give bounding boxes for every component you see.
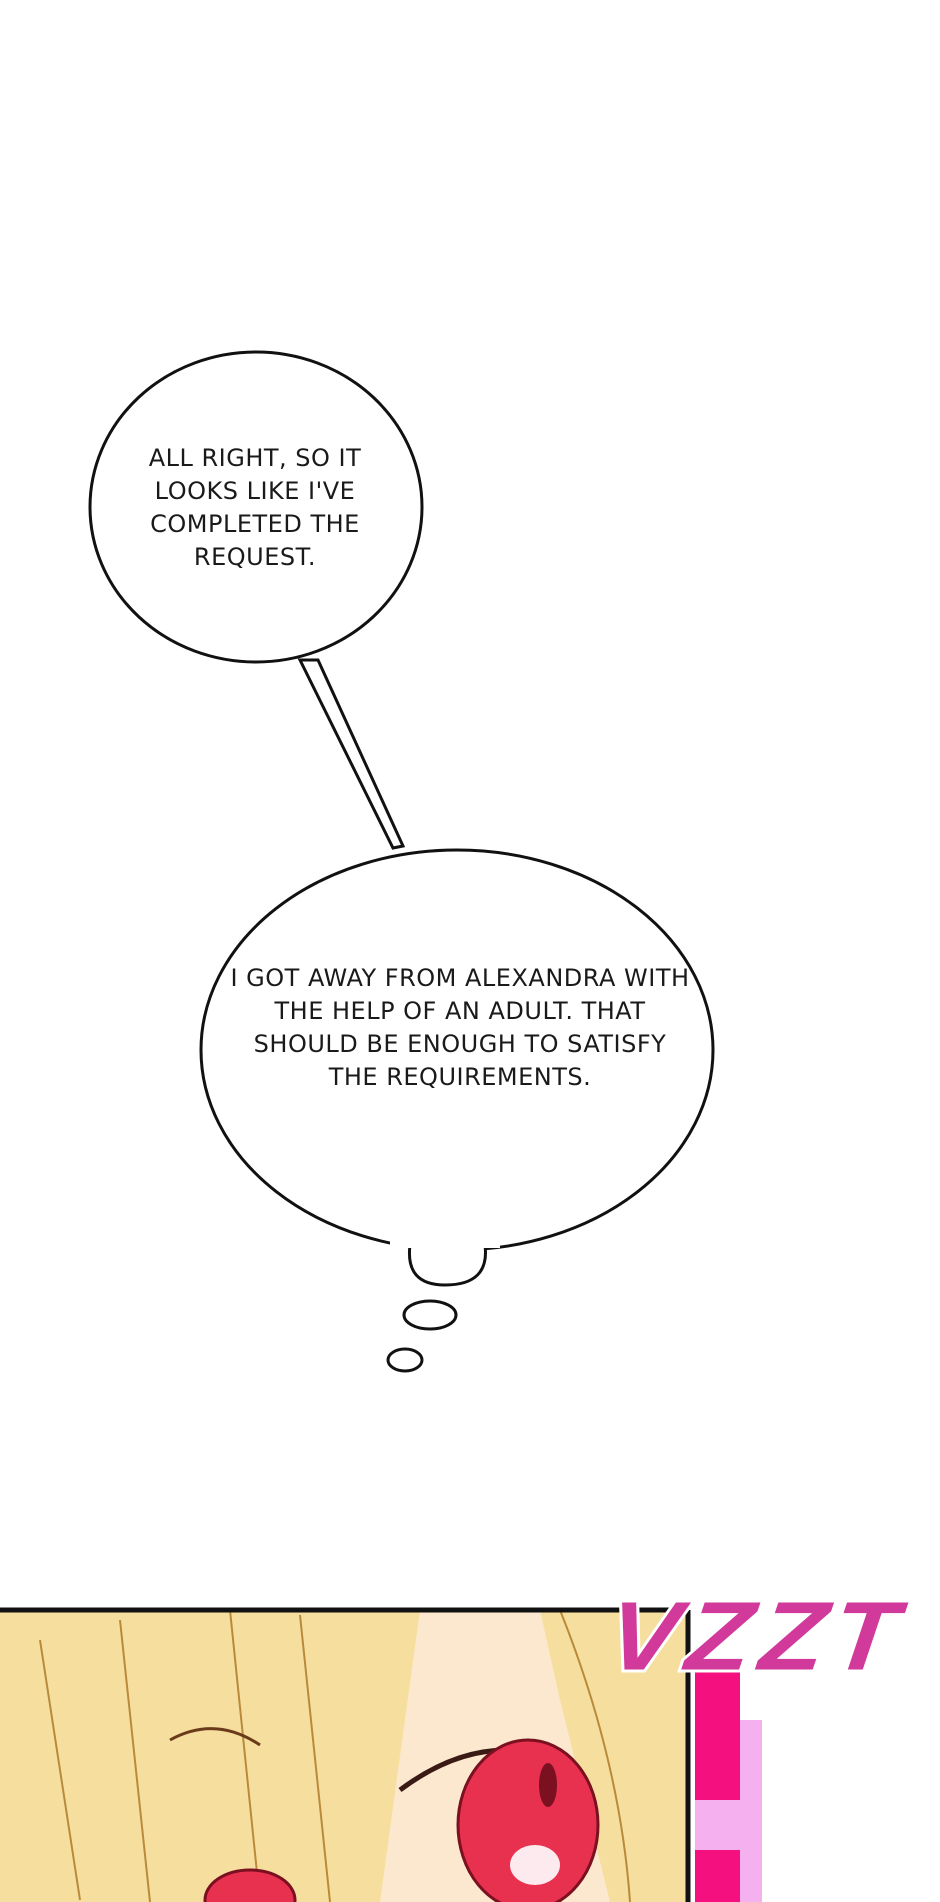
sound-effect-text: VZZT [599, 1581, 913, 1696]
thought-text-bottom: I got away from Alexandra with the help … [230, 964, 690, 1091]
speech-text-top: All right, so it looks like I've complet… [148, 444, 362, 571]
thought-bubble-bottom [199, 848, 715, 1373]
character-closeup-panel [0, 1607, 762, 1902]
speech-bubble-top [88, 350, 424, 850]
